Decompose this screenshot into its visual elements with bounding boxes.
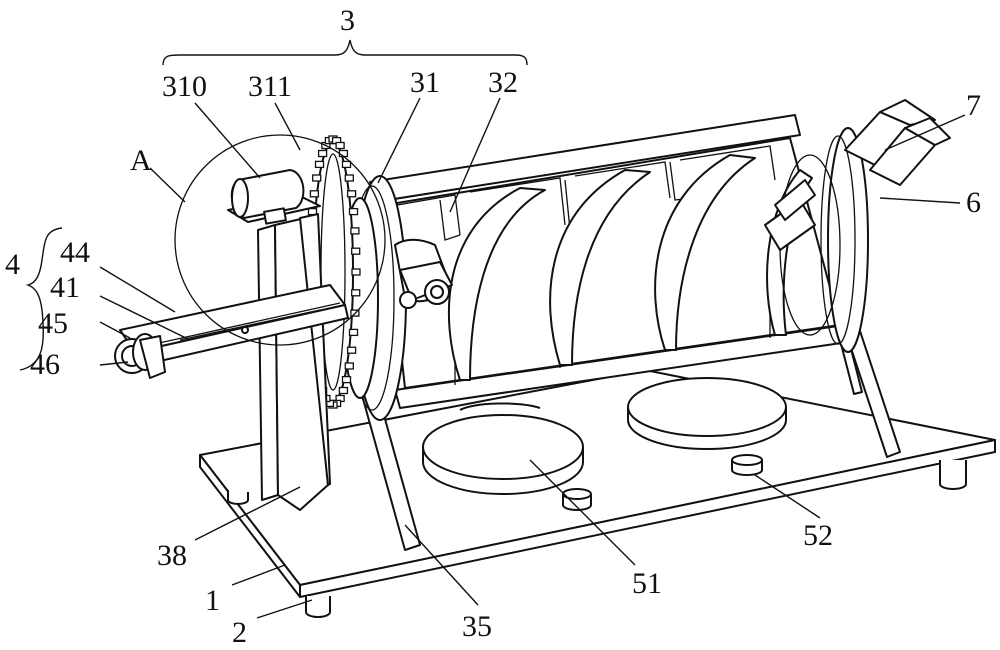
drum-frame — [369, 114, 849, 409]
label-3: 3 — [340, 4, 355, 37]
reference-labels: 3 310 311 31 32 7 6 A 4 44 41 45 46 38 1… — [5, 4, 981, 649]
label-46: 46 — [30, 348, 60, 381]
gear-tooth — [341, 375, 352, 384]
load-sensors — [562, 454, 763, 511]
label-45: 45 — [38, 307, 68, 340]
label-310: 310 — [162, 70, 207, 103]
gear-tooth — [344, 174, 354, 182]
drive-motor — [230, 169, 305, 225]
drive-pulley — [394, 238, 453, 309]
gear-tooth — [344, 362, 354, 370]
label-7: 7 — [966, 89, 981, 122]
label-a: A — [130, 144, 152, 177]
gear-tooth — [351, 268, 361, 276]
label-44: 44 — [60, 236, 90, 269]
gear-tooth — [351, 289, 361, 297]
gear-tooth — [341, 160, 352, 169]
inner-paddles — [764, 179, 816, 251]
gear-tooth — [314, 160, 325, 169]
gear-tooth — [348, 207, 359, 216]
label-38: 38 — [157, 539, 187, 572]
label-32: 32 — [488, 66, 518, 99]
drum-rear-ring — [779, 127, 869, 353]
gear-tooth — [335, 141, 345, 150]
gear-tooth — [346, 346, 357, 354]
label-4: 4 — [5, 248, 20, 281]
label-6: 6 — [966, 186, 981, 219]
weighing-pans — [422, 377, 787, 495]
gear-tooth — [346, 190, 357, 198]
label-2: 2 — [232, 616, 247, 649]
gear-tooth — [351, 247, 361, 255]
label-51: 51 — [632, 567, 662, 600]
gear-tooth — [312, 174, 322, 182]
gear-tooth — [350, 227, 360, 235]
gear-tooth — [338, 386, 349, 395]
label-35: 35 — [462, 610, 492, 643]
label-311: 311 — [248, 70, 292, 103]
gear-tooth — [317, 149, 328, 158]
leader-lines — [19, 39, 966, 619]
label-1: 1 — [205, 584, 220, 617]
conveyor-assembly — [114, 284, 349, 379]
base-plate — [199, 369, 996, 598]
gear-tooth — [309, 190, 320, 198]
support-feet — [227, 460, 967, 618]
label-31: 31 — [410, 66, 440, 99]
detail-circle-a — [174, 134, 386, 346]
label-41: 41 — [50, 271, 80, 304]
label-52: 52 — [803, 519, 833, 552]
gear-tooth — [348, 328, 359, 337]
